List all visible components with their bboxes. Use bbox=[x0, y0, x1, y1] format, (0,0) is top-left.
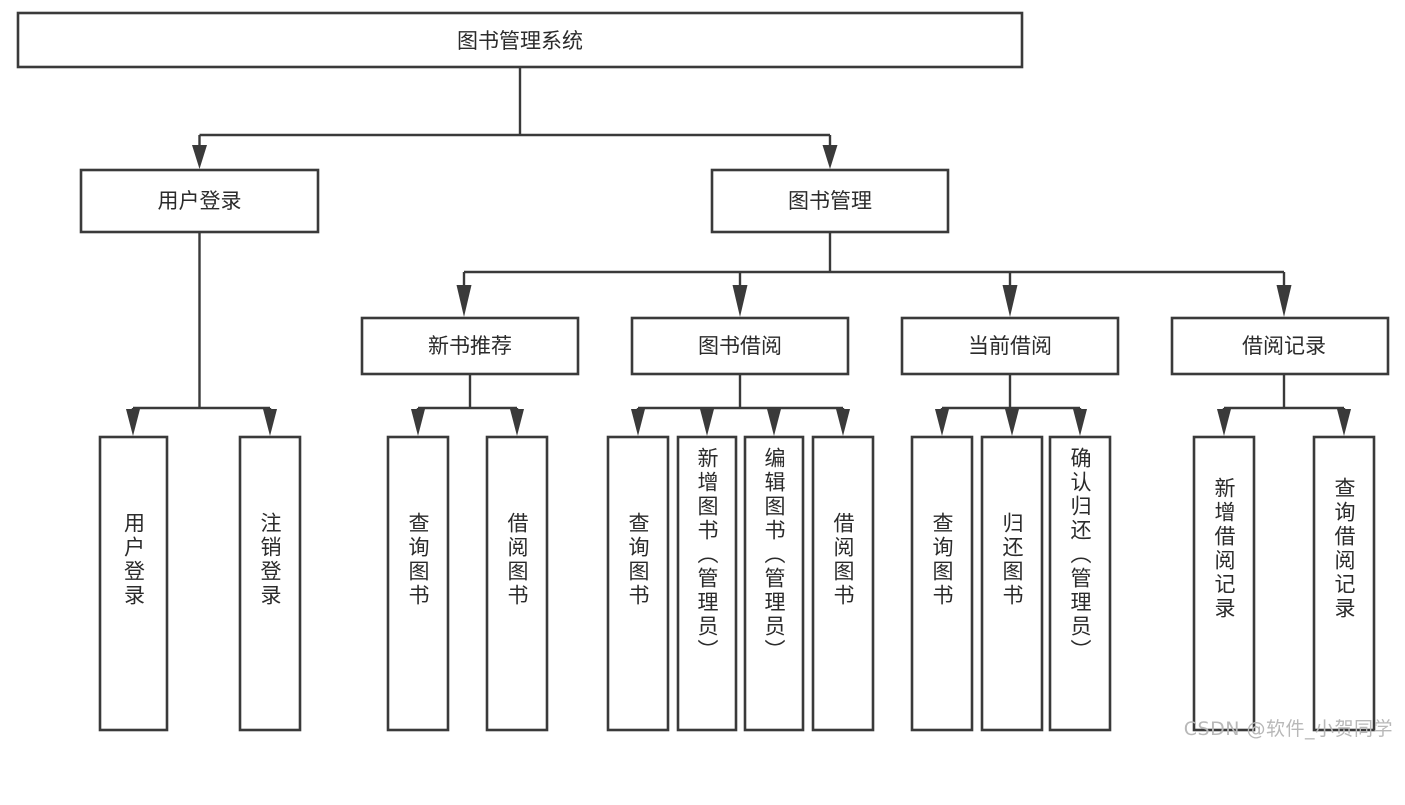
hierarchy-flowchart-svg: 图书管理系统 用户登录 图书管理 新书推荐 图书借阅 当前借阅 借阅记录 bbox=[16, 11, 1390, 732]
arrow-to-book-borrow bbox=[732, 285, 748, 317]
arrow-to-leaf-query-book-3 bbox=[935, 409, 949, 436]
leaf-confirm-return-box[interactable] bbox=[1048, 435, 1112, 732]
arrow-to-leaf-logout bbox=[263, 409, 277, 436]
node-current-borrow[interactable]: 当前借阅 bbox=[900, 316, 1120, 376]
node-current-borrow-label: 当前借阅 bbox=[968, 334, 1052, 358]
arrow-to-leaf-add-book bbox=[700, 409, 714, 436]
arrow-to-leaf-query-record bbox=[1337, 409, 1351, 436]
node-borrow-record-label: 借阅记录 bbox=[1242, 334, 1326, 358]
connector-group-book-borrow bbox=[631, 374, 850, 436]
arrow-to-leaf-borrow-book-1 bbox=[510, 409, 524, 436]
leaf-borrow-book-1-box[interactable] bbox=[485, 435, 549, 732]
node-current-borrow-box[interactable] bbox=[900, 316, 1120, 376]
leaf-add-record-box[interactable] bbox=[1192, 435, 1256, 732]
node-root-box[interactable] bbox=[16, 11, 1024, 69]
connector-group-root bbox=[192, 67, 838, 169]
arrow-to-leaf-borrow-book-2 bbox=[836, 409, 850, 436]
node-new-book-rec-label: 新书推荐 bbox=[428, 334, 512, 358]
leaf-query-book-2-box[interactable] bbox=[606, 435, 670, 732]
connector-group-book-manage bbox=[456, 232, 1292, 317]
leaf-edit-book-box[interactable] bbox=[743, 435, 805, 732]
node-new-book-rec-box[interactable] bbox=[360, 316, 580, 376]
diagram-canvas: 图书管理系统 用户登录 图书管理 新书推荐 图书借阅 当前借阅 借阅记录 bbox=[16, 11, 1393, 740]
node-book-borrow[interactable]: 图书借阅 bbox=[630, 316, 850, 376]
node-root[interactable]: 图书管理系统 bbox=[16, 11, 1024, 69]
leaf-borrow-book-2-box[interactable] bbox=[811, 435, 875, 732]
arrow-to-current-borrow bbox=[1002, 285, 1018, 317]
arrow-to-new-book-rec bbox=[456, 285, 472, 317]
node-root-label: 图书管理系统 bbox=[457, 29, 583, 53]
leaf-user-login-box[interactable] bbox=[98, 435, 169, 732]
leaf-logout-box[interactable] bbox=[238, 435, 302, 732]
node-book-manage-box[interactable] bbox=[710, 168, 950, 234]
arrow-to-leaf-user-login bbox=[126, 409, 140, 436]
arrow-to-leaf-query-book-1 bbox=[411, 409, 425, 436]
arrow-to-leaf-add-record bbox=[1217, 409, 1231, 436]
node-book-borrow-box[interactable] bbox=[630, 316, 850, 376]
arrow-to-leaf-query-book-2 bbox=[631, 409, 645, 436]
node-book-manage-label: 图书管理 bbox=[788, 189, 872, 213]
node-book-manage[interactable]: 图书管理 bbox=[710, 168, 950, 234]
node-book-borrow-label: 图书借阅 bbox=[698, 334, 782, 358]
leaf-node-boxes bbox=[98, 435, 1376, 732]
leaf-query-record-box[interactable] bbox=[1312, 435, 1376, 732]
leaf-return-book-box[interactable] bbox=[980, 435, 1044, 732]
leaf-add-book-box[interactable] bbox=[676, 435, 738, 732]
arrow-to-leaf-return-book bbox=[1005, 409, 1019, 436]
leaf-query-book-3-box[interactable] bbox=[910, 435, 974, 732]
connector-group-current-borrow bbox=[935, 374, 1087, 436]
arrow-to-borrow-record bbox=[1276, 285, 1292, 317]
arrow-to-leaf-confirm-return bbox=[1073, 409, 1087, 436]
node-new-book-rec[interactable]: 新书推荐 bbox=[360, 316, 580, 376]
node-borrow-record-box[interactable] bbox=[1170, 316, 1390, 376]
node-borrow-record[interactable]: 借阅记录 bbox=[1170, 316, 1390, 376]
leaf-query-book-1-box[interactable] bbox=[386, 435, 450, 732]
node-user-login-box[interactable] bbox=[79, 168, 320, 234]
arrow-root-to-user-login bbox=[192, 145, 207, 169]
node-user-login[interactable]: 用户登录 bbox=[79, 168, 320, 234]
connector-group-new-book-rec bbox=[411, 374, 524, 436]
csdn-watermark: CSDN @软件_小贺同学 bbox=[1183, 718, 1393, 740]
arrow-root-to-book-manage bbox=[822, 145, 838, 169]
connector-group-borrow-record bbox=[1217, 374, 1351, 436]
node-user-login-label: 用户登录 bbox=[158, 189, 242, 213]
connector-group-user-login bbox=[126, 232, 277, 436]
arrow-to-leaf-edit-book bbox=[767, 409, 781, 436]
